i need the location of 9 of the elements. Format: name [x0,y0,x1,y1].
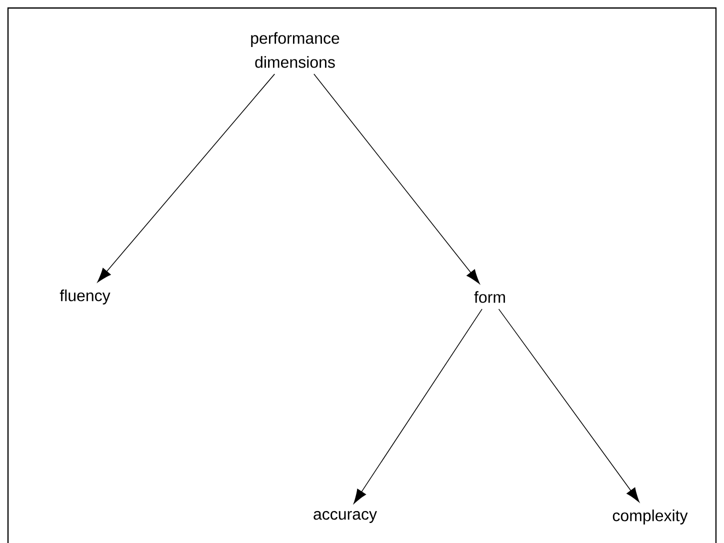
arrow [498,308,640,502]
arrow [97,74,275,282]
node-label: accuracy [314,511,377,523]
node-label: performance dimensions [251,32,340,68]
arrow [314,74,480,284]
arrow [354,308,482,504]
node-label: fluency [60,290,110,304]
node-label: form [474,291,505,303]
node-label: complexity [612,510,688,524]
